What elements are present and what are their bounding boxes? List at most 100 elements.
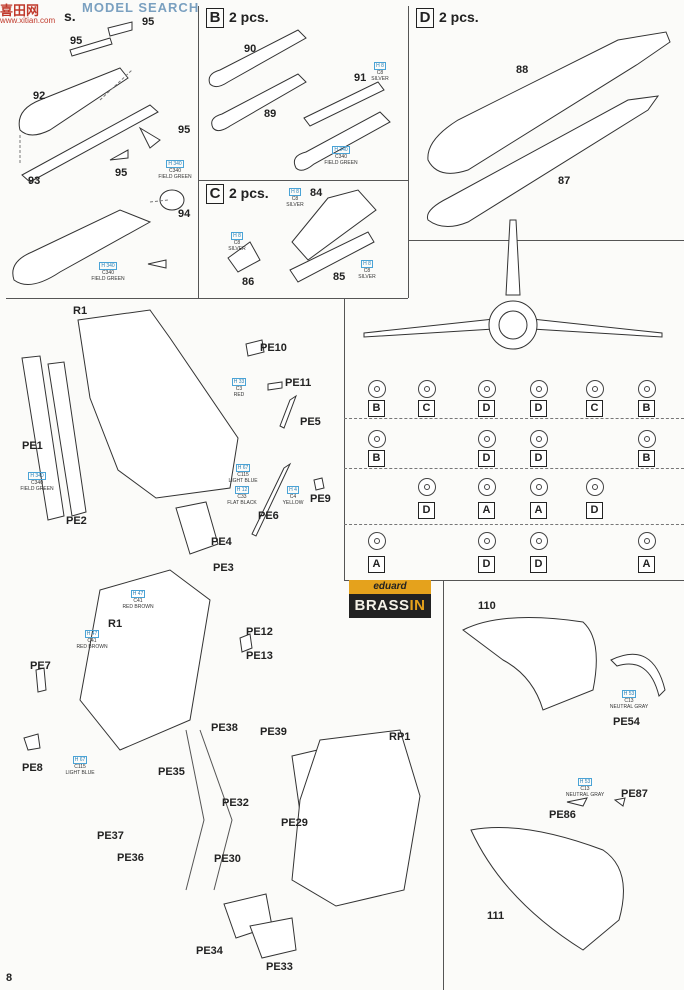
pe6-label: PE6 xyxy=(258,510,279,522)
pe87-label: PE87 xyxy=(621,788,648,800)
loadout-cell-r4-c6: A xyxy=(638,556,655,573)
pe3-label: PE3 xyxy=(213,562,234,574)
pe12-label: PE12 xyxy=(246,626,273,638)
pe13-label: PE13 xyxy=(246,650,273,662)
part-91: 91 xyxy=(354,72,367,84)
pe86-label: PE86 xyxy=(549,809,576,821)
pe34-label: PE34 xyxy=(196,945,223,957)
pe9-label: PE9 xyxy=(310,493,331,505)
watermark-search: MODEL SEARCH xyxy=(82,0,200,15)
pylon-target xyxy=(478,532,496,550)
loadout-cell-r2-c1: B xyxy=(368,450,385,467)
pe7-label: PE7 xyxy=(30,660,51,672)
pe36-label: PE36 xyxy=(117,852,144,864)
section-c-drawing xyxy=(227,189,377,283)
divider-a-b xyxy=(198,6,199,298)
loadout-cell-r1-c4: D xyxy=(530,400,547,417)
part-rp1: RP1 xyxy=(389,731,411,743)
pylon-target xyxy=(478,430,496,448)
part-111: 111 xyxy=(487,910,505,922)
watermark-brand: 喜田网 xyxy=(0,3,40,18)
divider-b-c xyxy=(198,180,408,181)
pylon-target xyxy=(418,478,436,496)
loadout-cell-r3-c3: A xyxy=(478,502,495,519)
loadout-cell-r1-c6: B xyxy=(638,400,655,417)
pylon-target xyxy=(530,532,548,550)
part-95-top: 95 xyxy=(142,16,155,28)
loadout-cell-r4-c3: D xyxy=(478,556,495,573)
jet-front-view xyxy=(363,219,663,350)
loadout-cell-r4-c4: D xyxy=(530,556,547,573)
section-d-qty: 2 pcs. xyxy=(439,9,479,25)
page-number: 8 xyxy=(6,972,13,984)
section-b-drawing xyxy=(208,29,391,171)
ejection-seat-lower-drawing xyxy=(23,569,421,959)
eduard-brassin-logo: eduard BRASSIN xyxy=(349,580,431,620)
pylon-target xyxy=(638,380,656,398)
section-d-letter: D xyxy=(416,8,434,28)
part-94: 94 xyxy=(178,208,191,220)
pe11-label: PE11 xyxy=(285,377,312,389)
part-r1-bottom: R1 xyxy=(108,618,123,630)
divider-canopy xyxy=(443,580,444,990)
pylon-target xyxy=(478,380,496,398)
loadout-cell-r1-c5: C xyxy=(586,400,603,417)
pe39-label: PE39 xyxy=(260,726,287,738)
pylon-target xyxy=(478,478,496,496)
loadout-cell-r4-c1: A xyxy=(368,556,385,573)
pylon-target xyxy=(530,380,548,398)
pe8-label: PE8 xyxy=(22,762,43,774)
logo-bottom: BRASSIN xyxy=(349,594,431,618)
divider-b-d xyxy=(408,6,409,298)
logo-top: eduard xyxy=(349,580,431,594)
part-90: 90 xyxy=(244,43,257,55)
pylon-target xyxy=(530,478,548,496)
loadout-row-divider-2 xyxy=(344,468,684,469)
divider-d-jet xyxy=(408,240,684,241)
part-95-right: 95 xyxy=(178,124,191,136)
pylon-target xyxy=(368,430,386,448)
loadout-cell-r3-c5: D xyxy=(586,502,603,519)
pylon-target xyxy=(368,380,386,398)
section-d-drawing xyxy=(426,31,671,227)
pylon-target xyxy=(368,532,386,550)
pe29-label: PE29 xyxy=(281,817,308,829)
part-84: 84 xyxy=(310,187,323,199)
part-r1-top: R1 xyxy=(73,305,88,317)
part-87: 87 xyxy=(558,175,571,187)
section-a-qty: s. xyxy=(64,8,76,24)
loadout-cell-r2-c3: D xyxy=(478,450,495,467)
pylon-target xyxy=(638,430,656,448)
section-b-qty: 2 pcs. xyxy=(229,9,269,25)
pylon-target xyxy=(638,532,656,550)
part-93: 93 xyxy=(28,175,41,187)
loadout-cell-r1-c1: B xyxy=(368,400,385,417)
pe33-label: PE33 xyxy=(266,961,293,973)
loadout-cell-r3-c2: D xyxy=(418,502,435,519)
part-85: 85 xyxy=(333,271,346,283)
part-95-low: 95 xyxy=(115,167,128,179)
pe10-label: PE10 xyxy=(260,342,287,354)
section-b-letter: B xyxy=(206,8,224,28)
pe54-label: PE54 xyxy=(613,716,640,728)
loadout-cell-r1-c3: D xyxy=(478,400,495,417)
canopy-drawing xyxy=(462,617,666,951)
loadout-cell-r2-c6: B xyxy=(638,450,655,467)
section-a-drawing xyxy=(12,21,185,285)
